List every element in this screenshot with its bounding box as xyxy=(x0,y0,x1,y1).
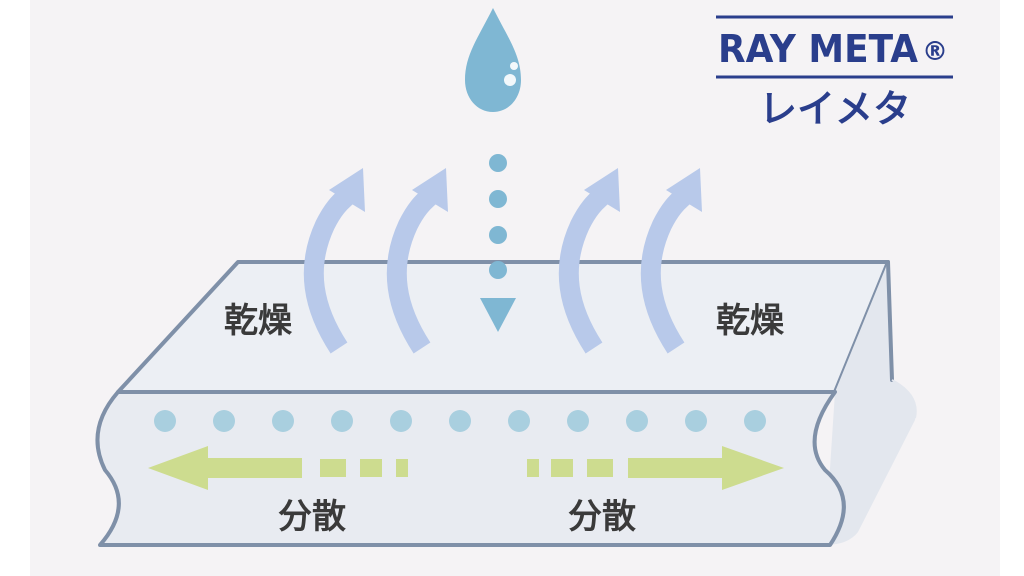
moisture-dot xyxy=(685,410,707,432)
drop-path-dot xyxy=(489,226,507,244)
drop-path-dot xyxy=(489,154,507,172)
dry-label-right: 乾燥 xyxy=(716,301,785,341)
wavy-arrow-up-icon xyxy=(303,168,365,354)
disperse-arrow-left-icon xyxy=(148,446,408,490)
water-drop-icon xyxy=(465,8,521,112)
dry-arrows xyxy=(303,168,702,354)
moisture-dot xyxy=(154,410,176,432)
drop-path xyxy=(480,154,516,332)
disperse-label-right: 分散 xyxy=(568,497,636,537)
moisture-dot xyxy=(213,410,235,432)
arrow-down-icon xyxy=(480,298,516,332)
moisture-dot xyxy=(744,410,766,432)
moisture-dot xyxy=(390,410,412,432)
brand-logo: RAY META ® レイメタ xyxy=(716,15,953,131)
disperse-arrow-right-icon xyxy=(527,446,784,490)
disperse-label-left: 分散 xyxy=(278,497,346,537)
fabric-right-edge xyxy=(886,260,894,382)
moisture-dot xyxy=(626,410,648,432)
fabric-right-curve xyxy=(891,379,917,419)
moisture-dot xyxy=(508,410,530,432)
moisture-dot xyxy=(272,410,294,432)
moisture-dot-row xyxy=(154,410,766,432)
moisture-dot xyxy=(567,410,589,432)
drop-path-dot xyxy=(489,261,507,279)
moisture-dot xyxy=(331,410,353,432)
wavy-arrow-up-icon xyxy=(640,168,702,354)
brand-name: RAY META xyxy=(718,27,919,71)
brand-registered-mark: ® xyxy=(922,37,948,67)
brand-name-katakana: レイメタ xyxy=(759,87,911,131)
moisture-dot xyxy=(449,410,471,432)
drop-path-dot xyxy=(489,190,507,208)
wavy-arrow-up-icon xyxy=(386,168,448,354)
wavy-arrow-up-icon xyxy=(558,168,620,354)
dry-label-left: 乾燥 xyxy=(224,301,293,341)
fabric-side-face xyxy=(825,262,916,545)
